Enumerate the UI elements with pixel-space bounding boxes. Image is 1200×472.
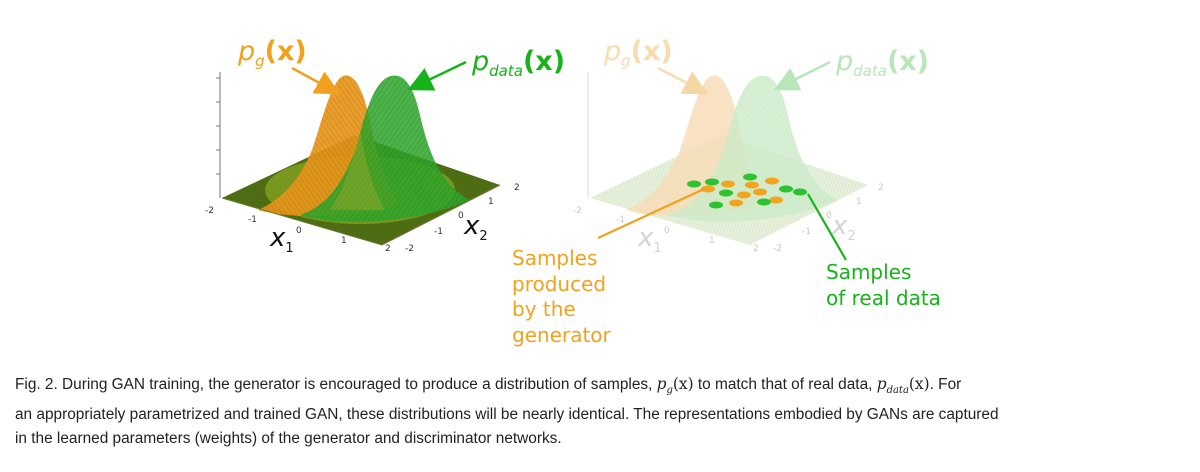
- pdata-math: pdata(x): [876, 375, 930, 397]
- generator-sample-dot: [701, 185, 715, 193]
- tick-label: 0: [296, 226, 302, 236]
- tick-label: 2: [514, 183, 520, 193]
- real-sample-dot: [743, 173, 757, 181]
- pg-math: pg(x): [656, 375, 694, 397]
- caption-line-1: Fig. 2. During GAN training, the generat…: [15, 372, 1185, 403]
- left-pg-label: pg(x): [237, 36, 307, 70]
- tick-label: -1: [248, 215, 257, 225]
- left-pg-arrow: [291, 66, 341, 95]
- caption-text: Fig. 2. During GAN training, the generat…: [15, 376, 657, 393]
- real-sample-dot: [779, 185, 793, 193]
- left-x1-axis-label: x1: [269, 223, 294, 256]
- tick-label: -2: [405, 244, 414, 254]
- tick-label: -2: [773, 244, 782, 254]
- real-samples: [687, 173, 807, 209]
- tick-label: -2: [573, 206, 582, 216]
- right-panel: -2 -1 0 1 2 -2 -1 0 1 2 x1 x2 pg(x) pdat…: [512, 36, 941, 347]
- left-z-ticks: [216, 77, 220, 175]
- tick-label: 1: [709, 236, 715, 246]
- generator-samples-pointer: [597, 188, 705, 239]
- right-x1-tick-labels: -2 -1 0 1 2: [573, 206, 759, 254]
- figure-caption: Fig. 2. During GAN training, the generat…: [15, 372, 1185, 451]
- right-pg-label: pg(x): [603, 36, 673, 70]
- tick-label: 1: [341, 236, 347, 246]
- caption-line-2: an appropriately parametrized and traine…: [15, 406, 999, 424]
- tick-label: 2: [385, 244, 391, 254]
- right-x2-axis-label: x2: [831, 211, 856, 244]
- generator-sample-dot: [737, 191, 751, 199]
- gan-figure: -2 -1 0 1 2 -2 -1 0 1 2 x1 x2 pg(x) pdat…: [205, 36, 941, 347]
- real-sample-dot: [719, 189, 733, 197]
- left-pdata-label: pdata(x): [471, 46, 565, 80]
- generator-samples-label: Samples produced by the generator: [512, 246, 612, 347]
- generator-sample-dot: [745, 181, 759, 189]
- real-sample-dot: [705, 178, 719, 186]
- tick-label: 1: [856, 197, 862, 207]
- generator-sample-dot: [769, 196, 783, 204]
- right-x2-tick-labels: -2 -1 0 1 2: [773, 183, 884, 254]
- caption-text: . For: [929, 376, 962, 393]
- caption-text: to match that of real data,: [693, 376, 877, 393]
- tick-label: -1: [616, 215, 625, 225]
- real-samples-label: Samples of real data: [826, 260, 941, 310]
- generator-samples: [701, 177, 783, 207]
- caption-line-3: in the learned parameters (weights) of t…: [15, 430, 562, 448]
- right-pdata-arrow: [773, 60, 831, 91]
- tick-label: 0: [826, 211, 832, 221]
- right-pg-arrow: [657, 66, 709, 95]
- left-x2-axis-label: x2: [463, 211, 488, 244]
- tick-label: -2: [205, 206, 214, 216]
- real-sample-dot: [757, 198, 771, 206]
- tick-label: 0: [458, 211, 464, 221]
- real-sample-dot: [793, 188, 807, 196]
- tick-label: 2: [753, 244, 759, 254]
- real-sample-dot: [687, 180, 701, 188]
- left-panel: -2 -1 0 1 2 -2 -1 0 1 2 x1 x2 pg(x) pdat…: [205, 36, 565, 256]
- tick-label: 0: [664, 226, 670, 236]
- tick-label: 2: [878, 183, 884, 193]
- right-x1-axis-label: x1: [637, 223, 662, 256]
- generator-sample-dot: [765, 177, 779, 185]
- right-pdata-label: pdata(x): [835, 46, 929, 80]
- tick-label: 1: [488, 197, 494, 207]
- real-samples-pointer: [807, 193, 847, 261]
- tick-label: -1: [802, 227, 811, 237]
- generator-sample-dot: [729, 199, 743, 207]
- real-sample-dot: [709, 201, 723, 209]
- generator-sample-dot: [721, 180, 735, 188]
- left-x1-tick-labels: -2 -1 0 1 2: [205, 206, 391, 254]
- left-x2-tick-labels: -2 -1 0 1 2: [405, 183, 520, 254]
- generator-sample-dot: [753, 188, 767, 196]
- left-pdata-arrow: [407, 60, 467, 91]
- tick-label: -1: [434, 227, 443, 237]
